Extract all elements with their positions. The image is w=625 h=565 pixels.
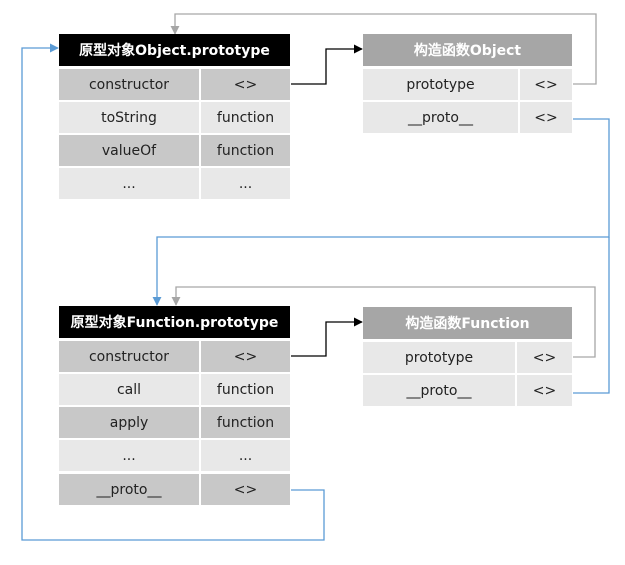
function-prototype-value: ... — [201, 440, 290, 471]
object-constructor-key: prototype — [363, 69, 518, 100]
function-prototype-value: <> — [201, 341, 290, 372]
object-constructor-value: <> — [520, 102, 572, 133]
function-constructor-key: __proto__ — [363, 375, 515, 406]
function-prototype-key: ... — [59, 440, 199, 471]
object-constructor-title: 构造函数Object — [363, 34, 572, 66]
object-prototype-key: ... — [59, 168, 199, 199]
arrow-function-prototype-to-funcproto — [171, 286, 596, 358]
function-prototype-key: call — [59, 374, 199, 405]
function-prototype-value: function — [201, 407, 290, 438]
function-constructor-title: 构造函数Function — [363, 307, 572, 339]
object-prototype-key: valueOf — [59, 135, 199, 166]
function-prototype-key: constructor — [59, 341, 199, 372]
function-prototype-value: <> — [201, 474, 290, 505]
function-prototype-key: __proto__ — [59, 474, 199, 505]
arrow-funcproto-constructor-to-function — [291, 317, 363, 357]
object-prototype-title: 原型对象Object.prototype — [59, 34, 290, 66]
function-constructor-value: <> — [517, 342, 572, 373]
arrow-object-prototype-to-objproto — [170, 13, 597, 85]
object-prototype-value: ... — [201, 168, 290, 199]
object-prototype-value: function — [201, 135, 290, 166]
function-prototype-title: 原型对象Function.prototype — [59, 306, 290, 338]
function-prototype-value: function — [201, 374, 290, 405]
function-prototype-key: apply — [59, 407, 199, 438]
arrow-function-proto-to-funcproto — [573, 237, 610, 394]
function-constructor-value: <> — [517, 375, 572, 406]
object-prototype-value: <> — [201, 69, 290, 100]
arrow-objproto-constructor-to-object — [291, 44, 363, 85]
arrow-funcproto-proto-to-objproto — [21, 43, 325, 541]
object-prototype-value: function — [201, 102, 290, 133]
object-constructor-value: <> — [520, 69, 572, 100]
object-prototype-key: constructor — [59, 69, 199, 100]
object-prototype-key: toString — [59, 102, 199, 133]
object-constructor-key: __proto__ — [363, 102, 518, 133]
function-constructor-key: prototype — [363, 342, 515, 373]
